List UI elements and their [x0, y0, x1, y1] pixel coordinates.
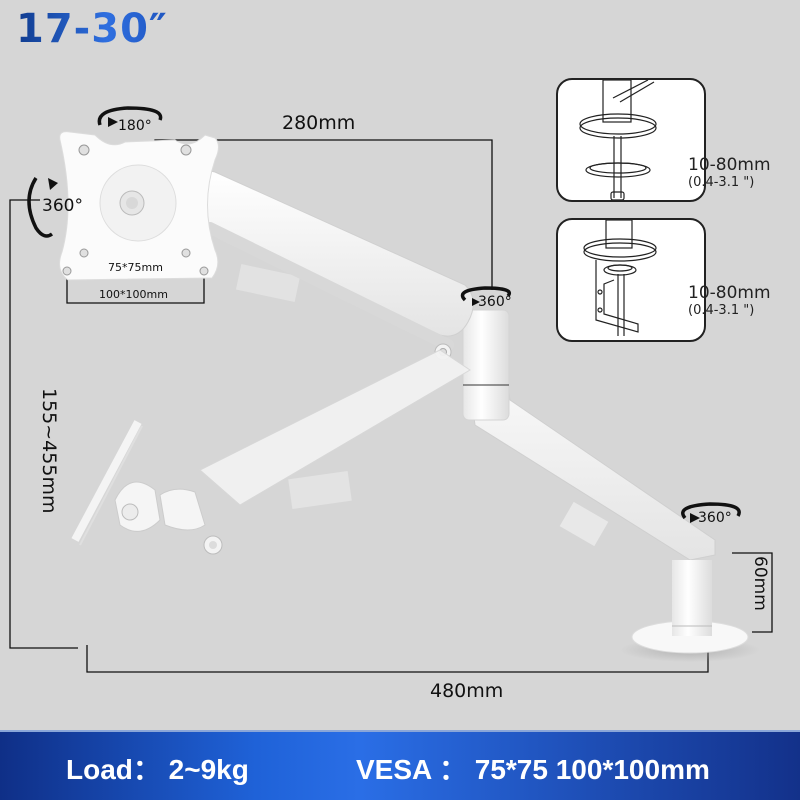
arm-alternate-position [71, 349, 471, 555]
total-reach-label: 480mm [430, 680, 504, 702]
grommet-mount-range: 10-80mm (0.4-3.1 ") [688, 155, 771, 190]
height-range-label: 155~455mm [38, 388, 60, 514]
rotation-arrow-icons [27, 106, 741, 520]
clamp-mount-inset [556, 218, 706, 342]
load-capacity-spec: Load： 2~9kg [66, 754, 249, 785]
vesa-spec: VESA ： 75*75 100*100mm [356, 754, 710, 785]
arrow-heads [48, 117, 700, 523]
upper-arm [190, 170, 474, 361]
vesa-plate [59, 131, 219, 281]
swivel-rotation-label: 360° [42, 196, 83, 216]
base-height-label: 60mm [750, 556, 770, 611]
clamp-mount-icon [583, 220, 657, 336]
specs-bar: Load： 2~9kg VESA ： 75*75 100*100mm [0, 730, 800, 800]
base-clamp [631, 560, 749, 654]
elbow-joint [462, 309, 510, 421]
upper-arm-length-label: 280mm [282, 112, 356, 134]
monitor-arm-illustration [9, 106, 773, 673]
tilt-rotation-label: 180° [118, 118, 152, 134]
grommet-mount-icon [579, 80, 657, 200]
vesa-inner-label: 75*75mm [108, 261, 163, 274]
screen-size-title: 17-30″ [16, 6, 168, 52]
clamp-mount-range: 10-80mm (0.4-3.1 ") [688, 283, 771, 318]
grommet-mount-inset [556, 78, 706, 202]
vesa-outer-label: 100*100mm [99, 288, 168, 301]
base-rotation-label: 360° [698, 510, 732, 526]
elbow-rotation-label: 360° [478, 294, 512, 310]
